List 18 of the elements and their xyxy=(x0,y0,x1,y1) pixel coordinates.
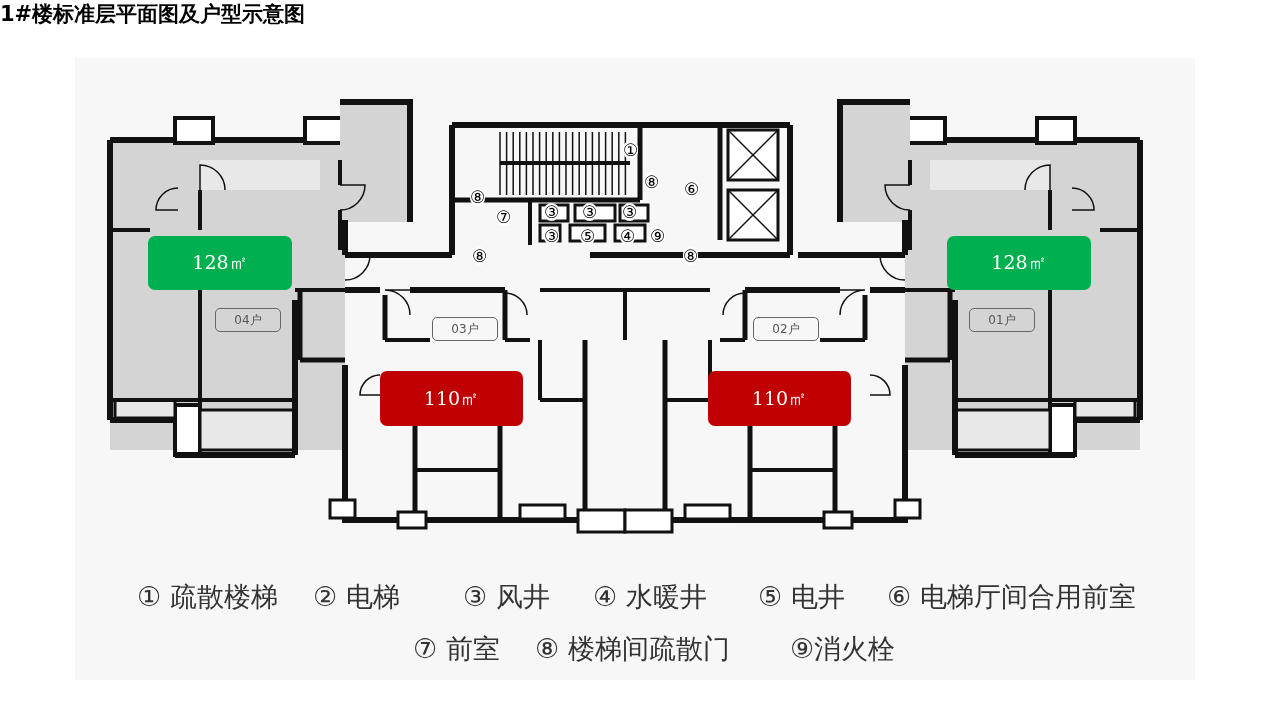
area-badge: 110㎡ xyxy=(708,371,851,426)
legend-text: ⑤ 电井 xyxy=(758,580,845,614)
area-badge: 110㎡ xyxy=(380,371,523,426)
unit-tag: 04户 xyxy=(215,308,281,332)
unit-tag: 03户 xyxy=(432,317,498,341)
unit-tag: 02户 xyxy=(753,317,819,341)
area-badge: 128㎡ xyxy=(148,236,292,290)
unit-tag: 01户 xyxy=(969,308,1035,332)
legend-text: ④ 水暖井 xyxy=(593,580,707,614)
area-badge: 128㎡ xyxy=(947,236,1091,290)
legend-text: ⑧ 楼梯间疏散门 xyxy=(535,632,730,666)
legend-text: ② 电梯 xyxy=(313,580,400,614)
title: 1#楼标准层平面图及户型示意图 xyxy=(0,1,306,28)
legend-text: ③ 风井 xyxy=(463,580,550,614)
legend-text: ① 疏散楼梯 xyxy=(137,580,278,614)
legend-text: ⑦ 前室 xyxy=(413,632,500,666)
legend-text: ⑨消火栓 xyxy=(790,632,896,666)
legend-text: ⑥ 电梯厅间合用前室 xyxy=(887,580,1136,614)
